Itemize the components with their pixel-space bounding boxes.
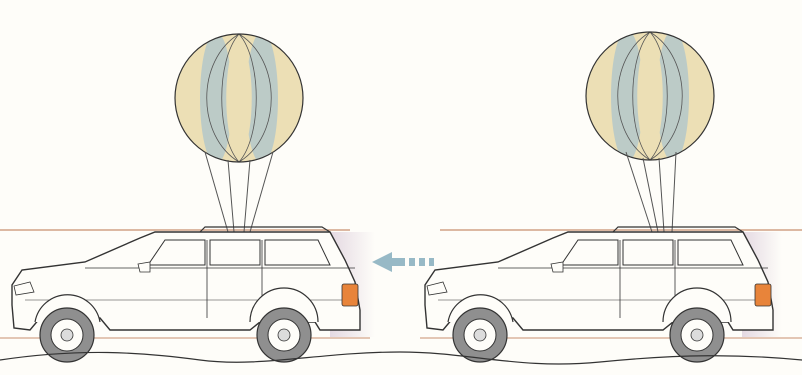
- balloon-icon: [585, 31, 715, 233]
- suv-icon: [11, 226, 361, 363]
- balloon-icon: [174, 33, 304, 233]
- tail-light: [341, 283, 359, 307]
- tail-light: [754, 283, 772, 307]
- suv-icon: [424, 226, 774, 363]
- direction-arrow-icon: [372, 252, 434, 272]
- ground-line: [0, 351, 802, 365]
